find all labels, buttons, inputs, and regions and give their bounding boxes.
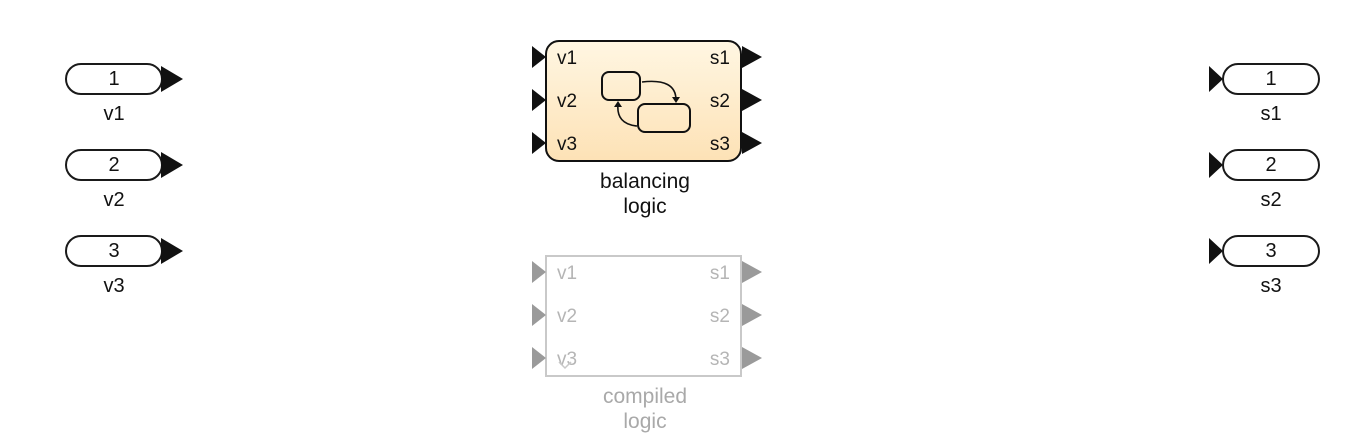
chart-input-label-v3: v3 — [557, 134, 578, 155]
inport-1-label: v1 — [103, 103, 125, 125]
chevron-down-icon — [558, 361, 572, 370]
inport-2-output-arrow-icon — [161, 152, 183, 178]
balancing-logic-chart[interactable]: v1 v2 v3 s1 s2 s3 — [545, 40, 742, 162]
chart-output-port-1-icon[interactable] — [742, 46, 762, 68]
outport-3-number: 3 — [1265, 240, 1277, 262]
inport-1-number: 1 — [108, 68, 120, 90]
inport-2-body[interactable]: 2 — [65, 149, 163, 181]
chart-output-port-3-icon[interactable] — [742, 132, 762, 154]
outport-2-label: s2 — [1260, 189, 1282, 211]
inport-1-output-arrow-icon — [161, 66, 183, 92]
compiled-input-label-v1: v1 — [557, 263, 578, 284]
compiled-output-port-3-icon[interactable] — [742, 347, 762, 369]
compiled-output-label-s1: s1 — [709, 263, 730, 284]
compiled-output-port-1-icon[interactable] — [742, 261, 762, 283]
compiled-output-port-2-icon[interactable] — [742, 304, 762, 326]
outport-1-label: s1 — [1260, 103, 1282, 125]
outport-2-input-arrow-icon — [1209, 152, 1223, 178]
compiled-logic-name-line2: logic — [623, 410, 667, 433]
outport-2-number: 2 — [1265, 154, 1277, 176]
inport-2-label: v2 — [103, 189, 125, 211]
stateflow-chart-icon — [601, 71, 691, 133]
outport-1-number: 1 — [1265, 68, 1277, 90]
inport-3-body[interactable]: 3 — [65, 235, 163, 267]
inport-1-body[interactable]: 1 — [65, 63, 163, 95]
chart-input-label-v1: v1 — [557, 48, 578, 69]
compiled-input-label-v2: v2 — [557, 306, 578, 327]
chart-output-label-s2: s2 — [709, 91, 730, 112]
outport-3-body[interactable]: 3 — [1222, 235, 1320, 267]
outport-3-input-arrow-icon — [1209, 238, 1223, 264]
chart-output-label-s1: s1 — [709, 48, 730, 69]
inport-3-output-arrow-icon — [161, 238, 183, 264]
inport-3-label: v3 — [103, 275, 125, 297]
compiled-input-port-1-icon[interactable] — [532, 261, 546, 283]
inport-3-number: 3 — [108, 240, 120, 262]
outport-1-body[interactable]: 1 — [1222, 63, 1320, 95]
outport-1-input-arrow-icon — [1209, 66, 1223, 92]
chart-input-label-v2: v2 — [557, 91, 578, 112]
compiled-logic-block[interactable]: v1 v2 v3 s1 s2 s3 — [545, 255, 742, 377]
balancing-logic-name-line2: logic — [623, 195, 667, 218]
outport-2-body[interactable]: 2 — [1222, 149, 1320, 181]
inport-2-number: 2 — [108, 154, 120, 176]
compiled-logic-name-line1: compiled — [602, 385, 688, 408]
chart-output-label-s3: s3 — [709, 134, 730, 155]
compiled-logic-name: compiled logic — [525, 384, 765, 434]
chart-input-port-2-icon[interactable] — [532, 89, 546, 111]
balancing-logic-name: balancing logic — [525, 169, 765, 219]
chart-output-port-2-icon[interactable] — [742, 89, 762, 111]
balancing-logic-name-line1: balancing — [600, 170, 690, 193]
chart-input-port-1-icon[interactable] — [532, 46, 546, 68]
compiled-input-port-3-icon[interactable] — [532, 347, 546, 369]
outport-3-label: s3 — [1260, 275, 1282, 297]
compiled-output-label-s2: s2 — [709, 306, 730, 327]
chart-input-port-3-icon[interactable] — [532, 132, 546, 154]
compiled-input-port-2-icon[interactable] — [532, 304, 546, 326]
compiled-output-label-s3: s3 — [709, 349, 730, 370]
